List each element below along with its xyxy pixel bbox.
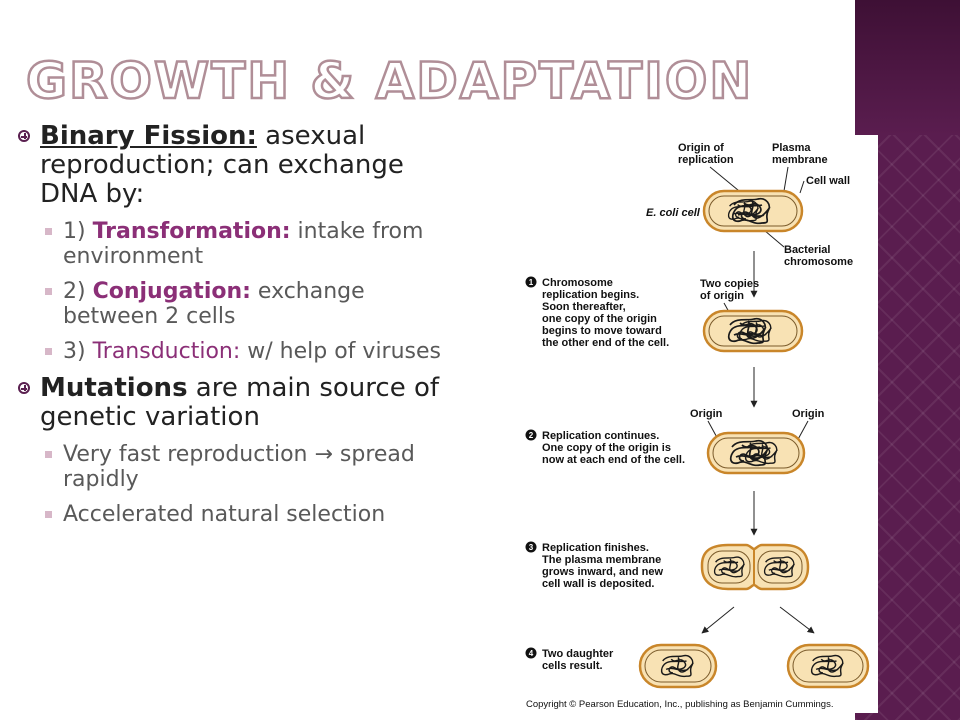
bullet-mutations: Mutations are main source of genetic var… bbox=[18, 374, 466, 432]
step-4: 4 Two daughter cells result. bbox=[525, 647, 614, 672]
bullet-text: asexual reproduction; can exchange DNA b… bbox=[40, 121, 404, 209]
sub-bullet-prefix: 2) bbox=[63, 279, 93, 304]
square-bullet-icon bbox=[45, 288, 52, 295]
binary-fission-diagram: Origin of replication Plasma membrane Ce… bbox=[488, 135, 878, 713]
step-3-line-3: grows inward, and new bbox=[542, 566, 663, 578]
circle-cross-bullet-icon bbox=[18, 130, 30, 142]
copyright-notice: Copyright © Pearson Education, Inc., pub… bbox=[526, 699, 833, 710]
step-2-number: 2 bbox=[529, 431, 534, 440]
sub-bullet-text: exchange between 2 cells bbox=[63, 279, 365, 329]
sub-bullet-natural-selection: Accelerated natural selection bbox=[18, 502, 466, 527]
slide-content: Binary Fission: asexual reproduction; ca… bbox=[18, 122, 466, 537]
cell-step-3-dividing bbox=[700, 543, 810, 591]
step-1-line-5: begins to move toward bbox=[542, 325, 662, 337]
step-4-number: 4 bbox=[529, 649, 534, 658]
arrow bbox=[701, 606, 735, 634]
slide-title: Growth & Adaptation bbox=[25, 52, 754, 110]
cell-initial bbox=[702, 189, 804, 233]
term-transformation: Transformation: bbox=[92, 219, 291, 244]
step-1: 1 Chromosome replication begins. Soon th… bbox=[525, 276, 669, 349]
daughter-cell-left bbox=[638, 643, 718, 689]
label-bacterial-chromosome-1: Bacterial bbox=[784, 244, 830, 256]
label-plasma-membrane-1: Plasma bbox=[772, 142, 811, 154]
decorative-band-top bbox=[855, 0, 960, 135]
sub-bullet-conjugation: 2) Conjugation: exchange between 2 cells bbox=[18, 279, 466, 329]
step-2-line-1: Replication continues. bbox=[542, 430, 659, 442]
circle-cross-bullet-icon bbox=[18, 382, 30, 394]
step-1-line-2: replication begins. bbox=[542, 289, 639, 301]
step-2-line-2: One copy of the origin is bbox=[542, 442, 671, 454]
step-1-line-4: one copy of the origin bbox=[542, 313, 657, 325]
term-conjugation: Conjugation: bbox=[92, 279, 251, 304]
label-origin-of-replication-1: Origin of bbox=[678, 142, 724, 154]
sub-bullet-prefix: 1) bbox=[63, 219, 93, 244]
step-1-number: 1 bbox=[529, 278, 534, 287]
sub-bullet-transduction: 3) Transduction: w/ help of viruses bbox=[18, 339, 466, 364]
step-4-line-1: Two daughter bbox=[542, 648, 614, 660]
sub-bullet-text: w/ help of viruses bbox=[240, 339, 441, 364]
label-bacterial-chromosome-2: chromosome bbox=[784, 256, 853, 268]
daughter-cell-right bbox=[786, 643, 870, 689]
arrow bbox=[779, 606, 815, 634]
step-3: 3 Replication finishes. The plasma membr… bbox=[525, 541, 663, 590]
cell-step-2 bbox=[706, 431, 806, 475]
sub-bullet-fast-reproduction: Very fast reproduction → spread rapidly bbox=[18, 442, 466, 492]
diagram-svg: Origin of replication Plasma membrane Ce… bbox=[525, 142, 870, 710]
sub-bullet-text: Accelerated natural selection bbox=[63, 502, 386, 527]
label-origin-right: Origin bbox=[792, 408, 825, 420]
term-binary-fission: Binary Fission: bbox=[40, 121, 257, 151]
step-2: 2 Replication continues. One copy of the… bbox=[525, 429, 685, 466]
sub-bullet-text: Very fast reproduction → spread rapidly bbox=[63, 442, 415, 492]
label-origin-left: Origin bbox=[690, 408, 723, 420]
square-bullet-icon bbox=[45, 511, 52, 518]
sub-bullet-prefix: 3) bbox=[63, 339, 93, 364]
label-two-copies-2: of origin bbox=[700, 290, 744, 302]
step-3-line-2: The plasma membrane bbox=[542, 554, 661, 566]
bullet-text: are main source of genetic variation bbox=[40, 373, 440, 432]
label-plasma-membrane-2: membrane bbox=[772, 154, 828, 166]
label-two-copies-1: Two copies bbox=[700, 278, 759, 290]
step-1-line-3: Soon thereafter, bbox=[542, 301, 626, 313]
label-ecoli: E. coli cell bbox=[646, 207, 701, 219]
label-cell-wall: Cell wall bbox=[806, 175, 850, 187]
step-3-number: 3 bbox=[529, 543, 534, 552]
square-bullet-icon bbox=[45, 228, 52, 235]
term-transduction: Transduction: bbox=[92, 339, 241, 364]
bullet-binary-fission: Binary Fission: asexual reproduction; ca… bbox=[18, 122, 466, 209]
label-origin-of-replication-2: replication bbox=[678, 154, 734, 166]
step-2-line-3: now at each end of the cell. bbox=[542, 454, 685, 466]
square-bullet-icon bbox=[45, 348, 52, 355]
step-1-line-1: Chromosome bbox=[542, 277, 613, 289]
term-mutations: Mutations bbox=[40, 373, 188, 403]
sub-bullet-transformation: 1) Transformation: intake from environme… bbox=[18, 219, 466, 269]
step-3-line-4: cell wall is deposited. bbox=[542, 578, 654, 590]
step-3-line-1: Replication finishes. bbox=[542, 542, 649, 554]
square-bullet-icon bbox=[45, 451, 52, 458]
step-4-line-2: cells result. bbox=[542, 660, 603, 672]
sub-bullet-text: intake from environment bbox=[63, 219, 424, 269]
cell-step-1 bbox=[702, 309, 804, 353]
step-1-line-6: the other end of the cell. bbox=[542, 337, 669, 349]
